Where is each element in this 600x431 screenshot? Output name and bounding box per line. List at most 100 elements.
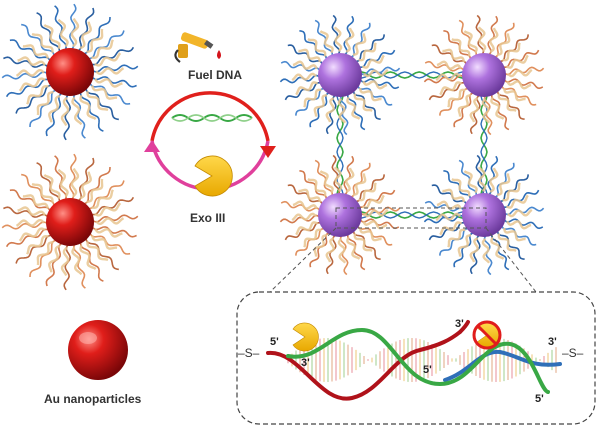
dna-probe-strand bbox=[496, 89, 525, 120]
nanoparticle-core bbox=[318, 193, 362, 237]
dna-probe-strand bbox=[1, 221, 49, 230]
dna-probe-strand bbox=[87, 30, 125, 60]
dna-probe-duplex bbox=[94, 202, 122, 217]
dna-probe-duplex bbox=[353, 233, 373, 252]
dna-probe-duplex bbox=[345, 167, 355, 193]
dna-probe-duplex bbox=[362, 80, 388, 90]
prime3-top-label: 3' bbox=[455, 318, 464, 330]
arrow-head-up bbox=[144, 140, 160, 152]
dna-probe-strand bbox=[91, 225, 137, 238]
dna-probe-strand bbox=[358, 218, 400, 230]
dna-probe-strand bbox=[431, 184, 468, 206]
exo-iii-label: Exo III bbox=[190, 211, 226, 225]
dna-probe-duplex bbox=[36, 90, 54, 116]
dna-probe-strand bbox=[339, 234, 349, 276]
dna-probe-duplex bbox=[79, 245, 97, 271]
dna-probe-duplex bbox=[463, 30, 478, 54]
dna-probe-strand bbox=[90, 196, 135, 216]
dna-probe-duplex bbox=[337, 98, 347, 124]
dna-probe-strand bbox=[487, 15, 499, 57]
au-nanoparticle bbox=[68, 320, 128, 380]
dna-probe-duplex bbox=[31, 182, 54, 203]
dna-probe-strand bbox=[91, 75, 137, 88]
dna-probe-strand bbox=[5, 228, 50, 248]
assembled-nanoparticle bbox=[279, 14, 401, 136]
dna-probe-duplex bbox=[79, 95, 97, 121]
dna-probe-duplex bbox=[303, 88, 322, 108]
dna-probe-strand bbox=[54, 155, 68, 201]
dna-probe-strand bbox=[500, 224, 537, 246]
dna-probe-strand bbox=[349, 22, 371, 59]
dna-probe-strand bbox=[29, 239, 58, 278]
dna-probe-strand bbox=[309, 91, 331, 128]
dna-probe-duplex bbox=[496, 173, 511, 196]
dna-probe-duplex bbox=[79, 171, 92, 200]
prime3-left-label: 3' bbox=[301, 357, 310, 369]
dna-probe-strand bbox=[1, 71, 49, 80]
dna-probe-strand bbox=[63, 243, 72, 291]
dna-probe-strand bbox=[279, 74, 321, 84]
nanoparticle-orange-probes bbox=[1, 153, 139, 291]
dna-probe-duplex bbox=[303, 228, 322, 248]
dna-probe-duplex bbox=[439, 221, 463, 236]
dna-probe-duplex bbox=[333, 26, 343, 52]
dna-probe-duplex bbox=[70, 168, 80, 198]
dna-probe-duplex bbox=[17, 56, 46, 67]
dna-probe-strand bbox=[423, 74, 465, 84]
dna-probe-duplex bbox=[325, 97, 335, 123]
dna-probe-strand bbox=[87, 180, 125, 210]
dna-probe-strand bbox=[54, 5, 68, 51]
dna-probe-strand bbox=[9, 39, 52, 63]
fuel-pump-icon bbox=[174, 32, 221, 63]
zoom-box bbox=[236, 291, 596, 425]
dna-probe-duplex bbox=[502, 182, 521, 202]
dna-probe-strand bbox=[295, 87, 326, 116]
dna-probe-strand bbox=[91, 214, 139, 223]
assembled-nanoparticle bbox=[423, 154, 545, 276]
dna-probe-strand bbox=[352, 89, 381, 120]
dna-probe-strand bbox=[431, 44, 468, 66]
dna-probe-strand bbox=[502, 189, 540, 208]
dna-probe-duplex bbox=[353, 93, 373, 112]
dna-probe-strand bbox=[458, 159, 477, 197]
dna-probe-strand bbox=[295, 227, 326, 256]
dna-probe-strand bbox=[280, 200, 322, 212]
assembled-nanoparticle bbox=[279, 154, 401, 276]
dna-probe-strand bbox=[45, 92, 64, 137]
dna-probe-duplex bbox=[91, 39, 114, 60]
dna-probe-duplex bbox=[26, 234, 49, 255]
dna-probe-duplex bbox=[481, 98, 491, 124]
dna-probe-duplex bbox=[325, 237, 335, 263]
dna-probe-duplex bbox=[442, 48, 465, 63]
dna-probe-strand bbox=[287, 184, 324, 206]
dna-probe-strand bbox=[3, 206, 49, 219]
dna-probe-duplex bbox=[503, 87, 526, 102]
dna-probe-duplex bbox=[91, 85, 118, 100]
dna-probe-duplex bbox=[477, 166, 487, 192]
dna-probe-strand bbox=[68, 3, 77, 51]
dna-probe-strand bbox=[3, 56, 49, 69]
dna-probe-duplex bbox=[352, 173, 367, 196]
dna-probe-strand bbox=[314, 19, 333, 57]
dna-probe-duplex bbox=[333, 166, 343, 192]
dna-probe-strand bbox=[491, 233, 510, 271]
dna-probe-duplex bbox=[490, 236, 505, 260]
dna-probe-strand bbox=[343, 155, 355, 197]
dna-probe-strand bbox=[343, 15, 355, 57]
dna-probe-strand bbox=[502, 49, 540, 68]
dna-probe-duplex bbox=[489, 167, 499, 193]
dna-probe-duplex bbox=[60, 96, 70, 126]
dna-probe-duplex bbox=[86, 241, 109, 262]
dna-probe-strand bbox=[502, 218, 544, 230]
released-red-tail bbox=[458, 320, 470, 334]
dna-probe-duplex bbox=[313, 234, 328, 257]
dna-probe-duplex bbox=[60, 246, 70, 276]
red-strand bbox=[266, 330, 462, 401]
dna-probe-duplex bbox=[292, 60, 318, 70]
dna-probe-duplex bbox=[18, 227, 46, 242]
dna-probe-strand bbox=[72, 93, 86, 139]
dna-probe-duplex bbox=[447, 88, 466, 108]
dna-probe-strand bbox=[500, 84, 537, 106]
dna-probe-strand bbox=[299, 30, 328, 61]
